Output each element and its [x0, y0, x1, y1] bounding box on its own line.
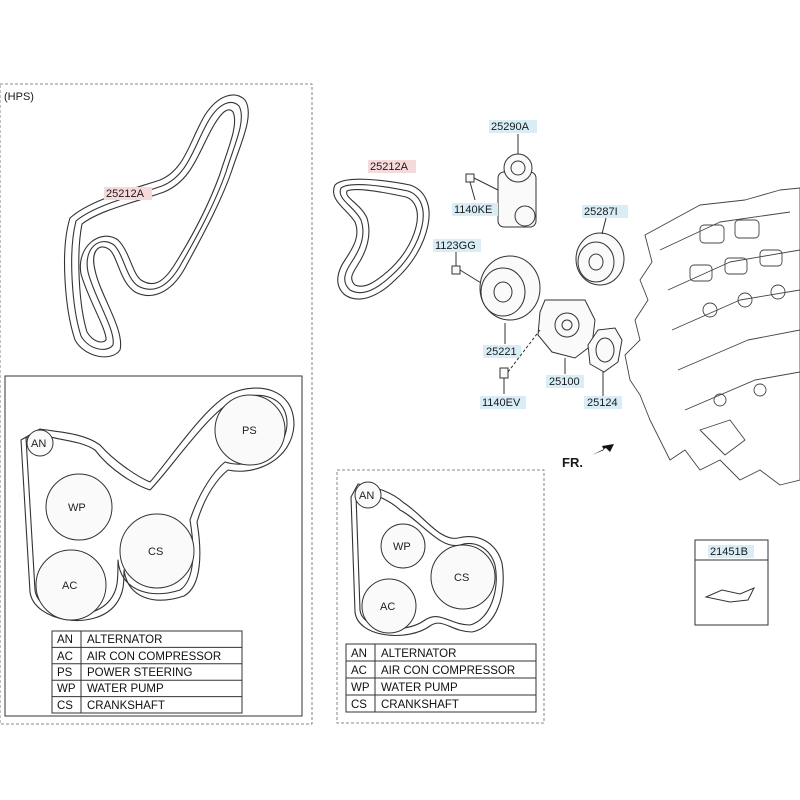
- tensioner-part-number: 25290A: [491, 121, 530, 133]
- sticker-part-number: 21451B: [710, 546, 748, 558]
- legend-std-table: AN ALTERNATOR AC AIR CON COMPRESSOR WP W…: [345, 643, 537, 713]
- bolt-gg-part-number: 1123GG: [435, 240, 476, 252]
- bolt-ev-drawing: [499, 329, 541, 394]
- pulley-hps-wp-label: WP: [68, 502, 86, 514]
- pulley-std-cs-label: CS: [454, 572, 469, 584]
- engine-block-drawing: [624, 187, 800, 486]
- belt-hps-part-number: 25212A: [106, 188, 145, 200]
- belt-std-part-label-bg: [368, 160, 416, 173]
- hps-belt-routing-box: [4, 375, 303, 717]
- pulley-hps-ac-label: AC: [62, 580, 77, 592]
- legend-std-code: WP: [351, 682, 370, 694]
- pulley-std-cs: [430, 544, 496, 610]
- belt-hps-drawing: [64, 94, 249, 358]
- legend-hps-name: ALTERNATOR: [87, 634, 162, 646]
- pulley-hps-an-label: AN: [31, 438, 46, 450]
- belt-std-part-number: 25212A: [370, 161, 409, 173]
- hps-routing-diagram: AN PS WP CS AC: [20, 387, 295, 622]
- water-pump-drawing: [537, 299, 596, 374]
- legend-std-code: CS: [351, 699, 367, 711]
- legend-std-name: WATER PUMP: [381, 682, 458, 694]
- legend-std-name: AIR CON COMPRESSOR: [381, 665, 515, 677]
- legend-std-code: AC: [351, 665, 367, 677]
- pulley-std-wp-label: WP: [393, 541, 411, 553]
- gasket-part-number: 25124: [587, 397, 618, 409]
- bolt-ke-drawing: [465, 173, 499, 201]
- belt-hps-part-label-bg: [104, 187, 152, 200]
- idler-287-drawing: [575, 217, 625, 286]
- belt-std-drawing: [333, 178, 430, 300]
- hps-label: (HPS): [4, 91, 34, 103]
- pulley-std-an-label: AN: [359, 490, 374, 502]
- gasket-drawing: [587, 327, 623, 396]
- legend-hps-name: WATER PUMP: [87, 683, 164, 695]
- pulley-hps-ac: [35, 549, 107, 621]
- pulley-std-ac-label: AC: [380, 601, 395, 613]
- tensioner-drawing: [497, 134, 537, 228]
- pulley-hps-cs-label: CS: [148, 546, 163, 558]
- legend-hps-code: CS: [57, 700, 73, 712]
- idler-221-drawing: [479, 255, 541, 344]
- legend-std-name: CRANKSHAFT: [381, 699, 459, 711]
- legend-hps-code: WP: [57, 683, 76, 695]
- pulley-hps-ps: [214, 394, 286, 466]
- std-routing-diagram: AN WP CS AC: [350, 481, 504, 636]
- legend-std-code: AN: [351, 648, 367, 660]
- bolt-ke-part-number: 1140KE: [454, 204, 492, 216]
- pulley-hps-wp: [45, 473, 113, 541]
- idler-221-part-number: 25221: [486, 346, 517, 358]
- legend-hps-code: PS: [57, 667, 73, 679]
- sticker-box: 21451B: [694, 539, 769, 626]
- legend-std-name: ALTERNATOR: [381, 648, 456, 660]
- pulley-std-an: [354, 481, 382, 509]
- front-marker: FR.: [562, 455, 583, 470]
- bolt-ev-part-number: 1140EV: [482, 397, 521, 409]
- sticker-drawing: [704, 587, 756, 603]
- pulley-std-wp: [380, 523, 426, 569]
- legend-hps-name: AIR CON COMPRESSOR: [87, 651, 221, 663]
- hps-section-frame: [0, 83, 313, 725]
- idler-287-part-number: 25287I: [584, 206, 618, 218]
- pulley-hps-ps-label: PS: [242, 425, 257, 437]
- legend-hps-table: AN ALTERNATOR AC AIR CON COMPRESSOR PS P…: [51, 630, 243, 714]
- pulley-hps-cs: [119, 513, 195, 589]
- front-arrow-icon: [592, 444, 614, 455]
- pulley-hps-an: [26, 429, 54, 457]
- water-pump-part-number: 25100: [549, 376, 580, 388]
- legend-hps-code: AC: [57, 651, 73, 663]
- legend-hps-code: AN: [57, 634, 73, 646]
- pulley-std-ac: [361, 578, 417, 634]
- legend-hps-name: CRANKSHAFT: [87, 700, 165, 712]
- legend-hps-name: POWER STEERING: [87, 667, 192, 679]
